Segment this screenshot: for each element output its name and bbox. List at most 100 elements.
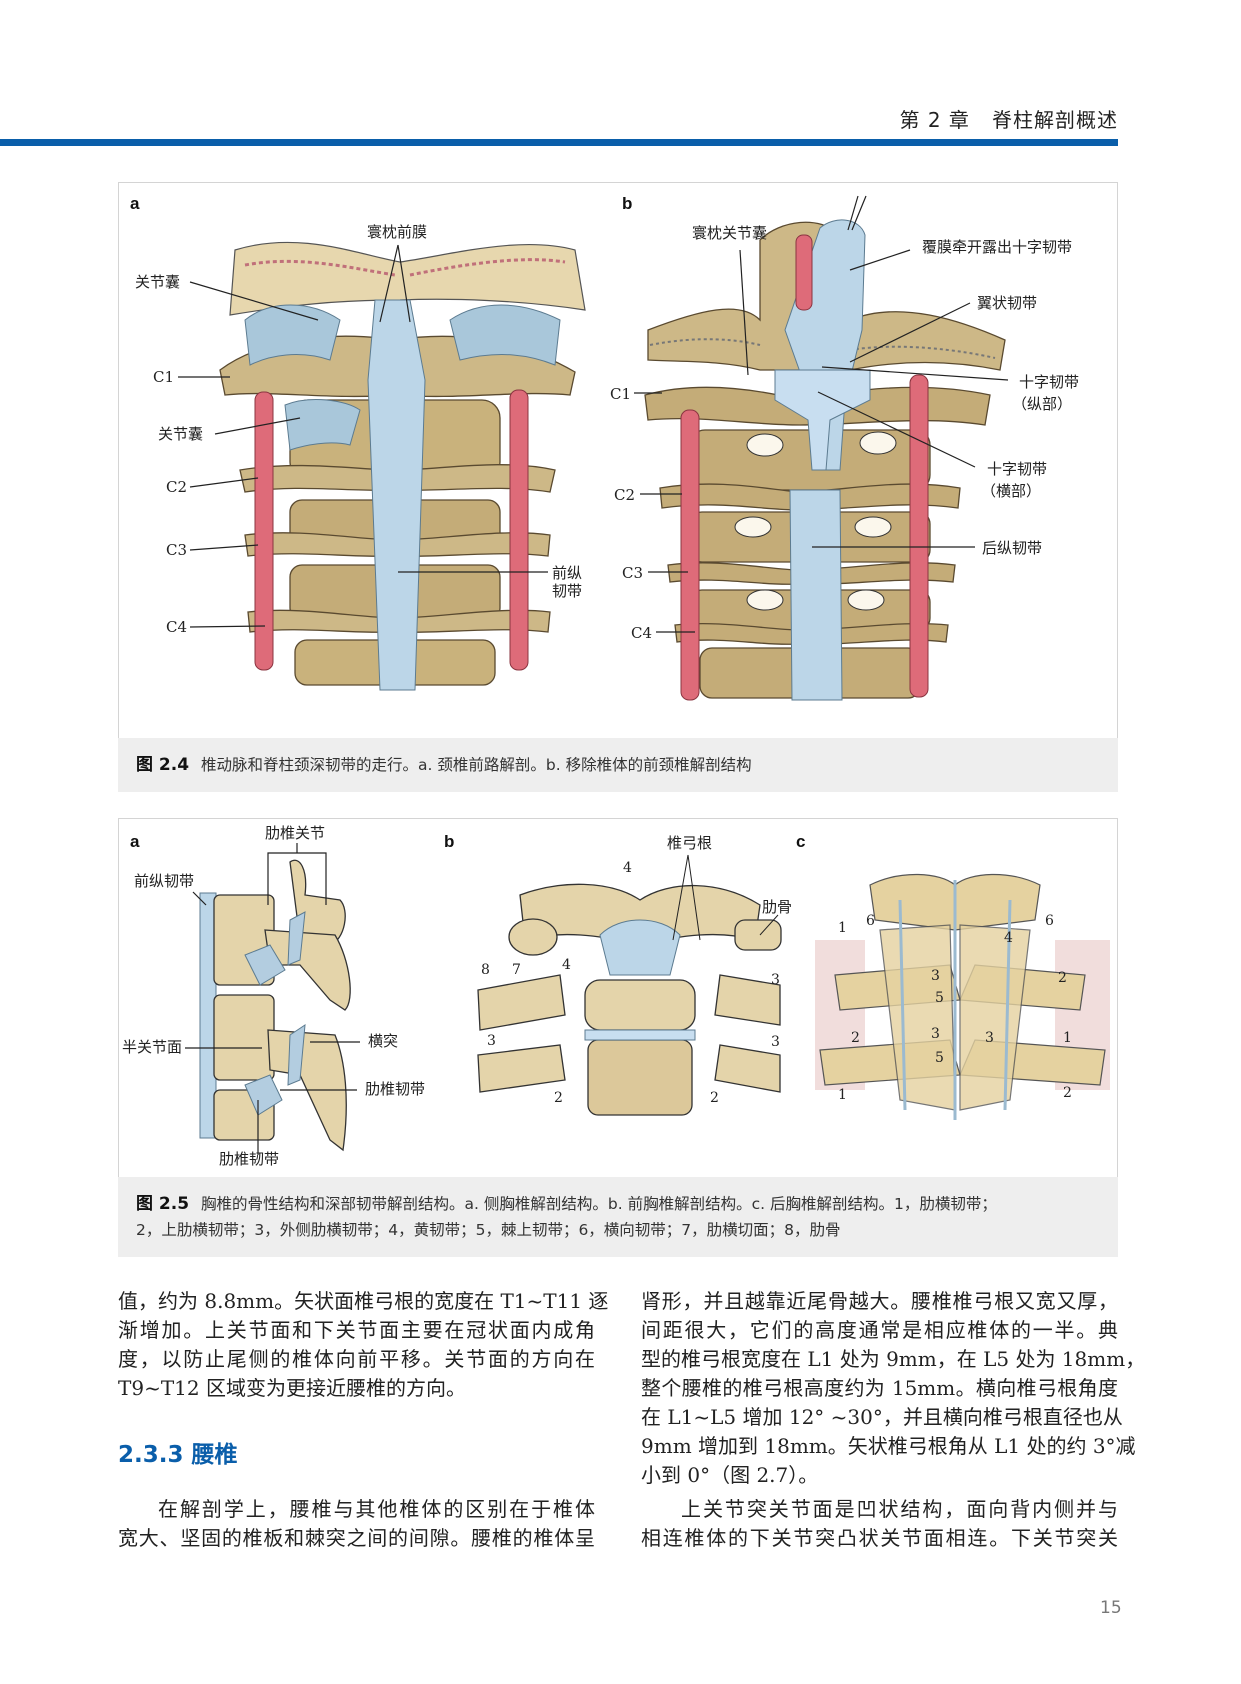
callout-number: 2 [851, 1030, 860, 1046]
label-c2: C2 [166, 478, 188, 496]
callout-number: 6 [1045, 913, 1054, 929]
body-line: 型的椎弓根宽度在 L1 处为 9mm，在 L5 处为 18mm， [641, 1347, 1146, 1371]
callout-number: 3 [931, 1026, 940, 1042]
label-c4: C4 [631, 624, 653, 642]
label-transverse-process: 横突 [368, 1032, 399, 1050]
page-number: 15 [1100, 1598, 1122, 1618]
caption-text: 椎动脉和脊柱颈深韧带的走行。a. 颈椎前路解剖。b. 移除椎体的前颈椎解剖结构 [201, 756, 752, 774]
label-cruciate-longitudinal-sub: （纵部） [1012, 395, 1073, 413]
label-line: 前纵 [552, 564, 583, 582]
callout-number: 4 [562, 957, 571, 973]
panel-a-letter: a [130, 832, 140, 851]
callout-number: 1 [1063, 1030, 1072, 1046]
label-demifacet: 半关节面 [122, 1038, 183, 1056]
body-line: 在 L1~L5 增加 12° ~30°，并且横向椎弓根直径也从 [641, 1405, 1123, 1429]
label-cruciate-transverse-sub: （横部） [981, 482, 1042, 500]
callout-number: 3 [487, 1033, 496, 1049]
callout-number: 3 [771, 1034, 780, 1050]
body-line: 9mm 增加到 18mm。矢状椎弓根角从 L1 处的约 3°减 [641, 1434, 1136, 1458]
label-atlanto-occipital-capsule: 寰枕关节囊 [692, 224, 768, 242]
callout-number: 2 [1058, 970, 1067, 986]
label-c2: C2 [614, 486, 636, 504]
chapter-title: 脊柱解剖概述 [992, 108, 1118, 132]
panel-a-letter: a [130, 194, 140, 213]
callout-number: 3 [771, 972, 780, 988]
running-header: 第 2 章 脊柱解剖概述 [899, 104, 1118, 133]
panel-c-letter: c [796, 832, 806, 851]
label-joint-capsule: 关节囊 [158, 425, 204, 443]
figure-2-4-caption: 图 2.4 椎动脉和脊柱颈深韧带的走行。a. 颈椎前路解剖。b. 移除椎体的前颈椎… [118, 738, 1118, 792]
caption-text: 胸椎的骨性结构和深部韧带解剖结构。a. 侧胸椎解剖结构。b. 前胸椎解剖结构。c… [201, 1195, 997, 1213]
label-c4: C4 [166, 618, 188, 636]
callout-number: 8 [481, 962, 490, 978]
callout-number: 5 [935, 990, 944, 1006]
body-line: 肾形，并且越靠近尾骨越大。腰椎椎弓根又宽又厚， [641, 1289, 1118, 1313]
figure-2-5-caption: 图 2.5 胸椎的骨性结构和深部韧带解剖结构。a. 侧胸椎解剖结构。b. 前胸椎解… [118, 1177, 1118, 1257]
label-cruciate-longitudinal: 十字韧带 [1019, 373, 1080, 391]
body-line: 小到 0°（图 2.7）。 [641, 1463, 819, 1487]
cervical-posterior-illustration [634, 195, 1009, 701]
label-costovertebral-ligament: 肋椎韧带 [365, 1080, 426, 1098]
vertebral-artery-right [909, 374, 929, 698]
callout-number: 4 [623, 860, 632, 876]
panel-b-letter: b [622, 194, 633, 213]
figure-number: 图 2.4 [136, 755, 190, 775]
body-line: 间距很大，它们的高度通常是相应椎体的一半。典 [641, 1318, 1118, 1342]
cruciate-ligament [774, 369, 871, 471]
callout-number: 2 [1063, 1085, 1072, 1101]
label-posterior-longitudinal-ligament: 后纵韧带 [982, 539, 1043, 557]
figure-2-4-illustration [178, 195, 1009, 701]
vertebral-artery-right [509, 389, 529, 671]
chapter-number: 第 2 章 [899, 108, 970, 132]
label-anterior-longitudinal-ligament: 前纵韧带 [134, 872, 195, 890]
body-line: 相连椎体的下关节突凸状关节面相连。下关节突关 [641, 1526, 1118, 1550]
figure-2-5-illustration [185, 843, 1110, 1155]
anterior-longitudinal-ligament [367, 299, 426, 691]
label-c1: C1 [153, 368, 175, 386]
figure-number: 图 2.5 [136, 1194, 190, 1214]
label-rib: 肋骨 [762, 898, 793, 916]
label-alar-ligament: 翼状韧带 [977, 294, 1038, 312]
callout-number: 4 [1004, 930, 1013, 946]
callout-number: 2 [710, 1090, 719, 1106]
callout-number: 7 [512, 962, 521, 978]
body-line: 度，以防止尾侧的椎体向前平移。关节面的方向在 [118, 1347, 595, 1371]
body-line: 渐增加。上关节面和下关节面主要在冠状面内成角 [118, 1318, 595, 1342]
section-heading: 2.3.3 腰椎 [118, 1442, 238, 1468]
label-cruciate-transverse: 十字韧带 [987, 460, 1048, 478]
body-line: 上关节突关节面是凹状结构，面向背内侧并与 [681, 1497, 1118, 1521]
callout-number: 5 [935, 1050, 944, 1066]
label-joint-capsule: 关节囊 [135, 273, 181, 291]
posterior-longitudinal-ligament [789, 489, 843, 701]
caption-line: 图 2.5 胸椎的骨性结构和深部韧带解剖结构。a. 侧胸椎解剖结构。b. 前胸椎解… [136, 1191, 1100, 1217]
body-line: 值，约为 8.8mm。矢状面椎弓根的宽度在 T1~T11 逐 [118, 1289, 609, 1313]
thoracic-lateral-illustration [185, 843, 360, 1155]
label-tectorial-membrane: 覆膜牵开露出十字韧带 [922, 238, 1073, 256]
label-anterior-longitudinal-ligament: 前纵韧带 [552, 564, 582, 600]
header-rule [0, 139, 1118, 146]
thoracic-posterior-illustration [815, 873, 1110, 1120]
label-c3: C3 [622, 564, 644, 582]
label-line: 韧带 [552, 582, 583, 600]
label-atlanto-occipital-membrane: 寰枕前膜 [367, 223, 428, 241]
body-line: 整个腰椎的椎弓根高度约为 15mm。横向椎弓根角度 [641, 1376, 1118, 1400]
label-c3: C3 [166, 541, 188, 559]
callout-number: 1 [838, 1087, 847, 1103]
callout-number: 6 [866, 913, 875, 929]
label-costovertebral-joint: 肋椎关节 [265, 824, 326, 842]
body-line: 在解剖学上，腰椎与其他椎体的区别在于椎体 [158, 1497, 595, 1521]
caption-line: 2，上肋横韧带；3，外侧肋横韧带；4，黄韧带；5，棘上韧带；6，横向韧带；7，肋… [136, 1221, 841, 1239]
panel-b-letter: b [444, 832, 455, 851]
callout-number: 2 [554, 1090, 563, 1106]
body-line: T9~T12 区域变为更接近腰椎的方向。 [118, 1376, 466, 1400]
label-costovertebral-ligament: 肋椎韧带 [219, 1150, 280, 1168]
callout-number: 3 [931, 968, 940, 984]
body-line: 宽大、坚固的椎板和棘突之间的间隙。腰椎的椎体呈 [118, 1526, 595, 1550]
cervical-anterior-illustration [178, 241, 586, 691]
callout-number: 3 [985, 1030, 994, 1046]
callout-number: 1 [838, 920, 847, 936]
label-c1: C1 [610, 385, 632, 403]
label-pedicle: 椎弓根 [667, 834, 713, 852]
vertebral-artery-left [254, 391, 274, 671]
vertebral-artery-left [680, 409, 700, 701]
